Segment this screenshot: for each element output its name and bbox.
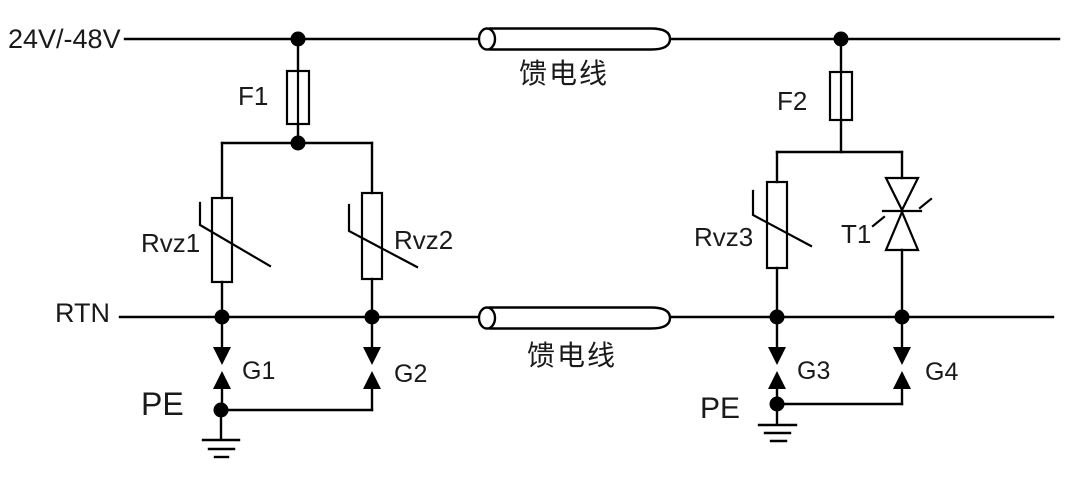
label-arrester-g2: G2 [394,360,428,388]
label-feed-line-bottom: 馈电线 [527,339,618,372]
gate-tick-ne [918,197,933,210]
label-varistor-rvz2: Rvz2 [394,225,454,255]
junction-dot [214,309,230,325]
varistor-stroke [198,201,272,268]
cable-body [488,27,672,51]
label-varistor-rvz3: Rvz3 [694,222,754,252]
arrester-g2-symbol [363,315,381,412]
label-pe-right: PE [700,392,741,425]
junction-dot [290,31,306,47]
junction-dot [213,402,229,418]
label-return-rail: RTN [55,298,111,328]
varistor-body [360,191,384,281]
arrow-down [893,347,911,365]
cable-body [488,306,672,330]
cable-end-ellipse [477,27,497,51]
thyristor-t1-symbol [871,150,933,319]
junction-dot [833,31,849,47]
label-thyristor-t1: T1 [841,219,872,249]
label-feed-line-top: 馈电线 [519,57,610,90]
arrow-up [363,371,381,389]
arrester-g1-symbol [213,315,231,412]
arrow-down [768,347,786,365]
triangle-bottom [884,209,920,252]
cable-end-ellipse [477,306,497,330]
arrester-g4-symbol [893,315,911,406]
label-arrester-g4: G4 [925,358,959,386]
arrow-down [363,347,381,365]
varistor-stroke [347,203,419,269]
fuse-f1-symbol [285,37,311,145]
triangle-top [884,176,920,213]
varistor-rvz3-symbol [751,150,813,319]
junction-dot [769,309,785,325]
varistor-rvz1-symbol [198,141,272,319]
arrow-up [768,371,786,389]
ground-symbol-right [757,402,798,443]
label-fuse-f2: F2 [777,86,808,116]
varistor-body [210,196,234,284]
cable-symbol-bottom [477,306,672,330]
label-arrester-g3: G3 [797,357,831,385]
junction-dot [290,135,306,151]
arrow-up [213,371,231,389]
arrester-g3-symbol [768,315,786,406]
junction-dots [213,31,910,418]
label-pe-left: PE [141,386,184,422]
junction-dot [364,309,380,325]
label-varistor-rvz1: Rvz1 [141,228,201,258]
gate-tick-sw [871,215,886,228]
junction-dot [894,309,910,325]
fuse-f2-symbol [828,37,854,154]
varistor-rvz2-symbol [347,141,419,319]
label-arrester-g1: G1 [242,357,276,385]
cable-symbol-top [477,27,672,51]
label-fuse-f1: F1 [238,81,269,111]
arrow-up [893,371,911,389]
arrow-down [213,347,231,365]
varistor-stroke [751,189,813,248]
junction-dot [769,396,785,412]
label-power-rail: 24V/-48V [8,24,121,54]
